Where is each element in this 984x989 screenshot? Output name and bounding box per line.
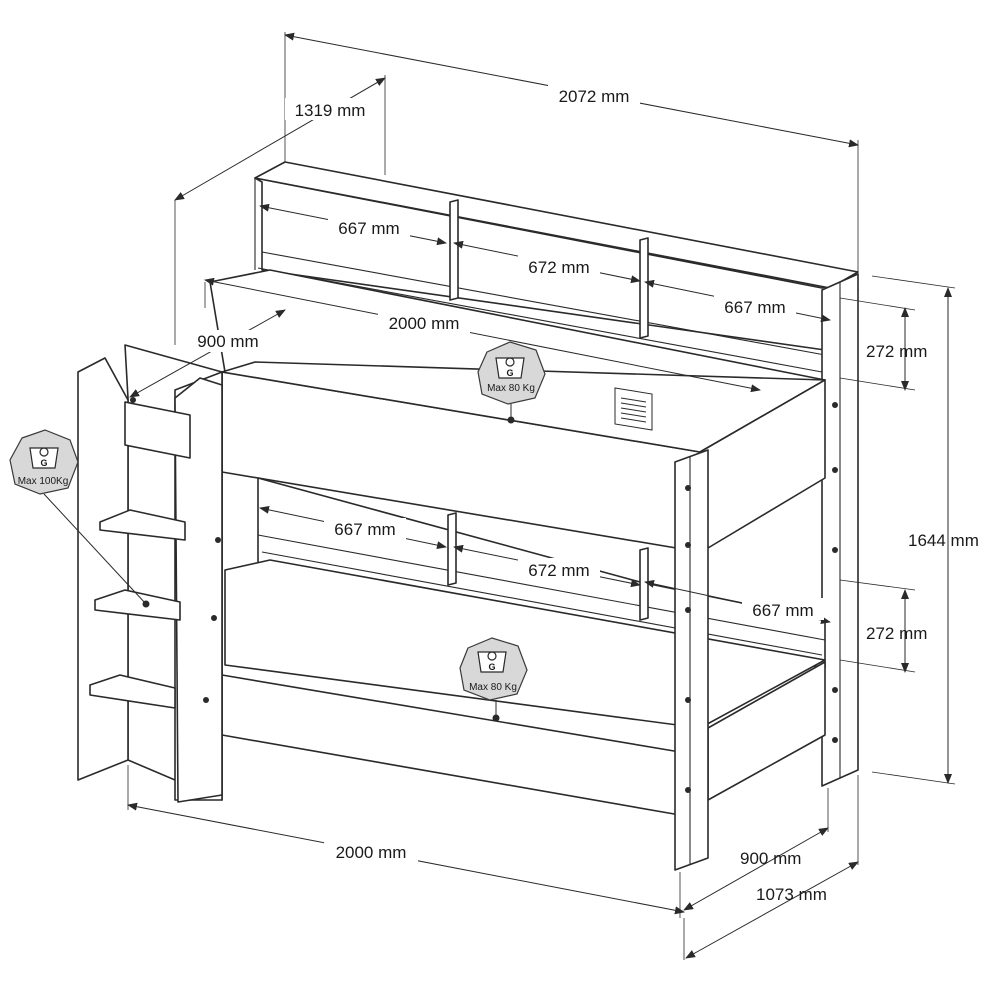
right-front-post xyxy=(674,449,709,871)
lower-divider-1 xyxy=(447,512,457,586)
svg-text:G: G xyxy=(488,662,495,672)
weight-icon: G xyxy=(477,651,507,673)
dimension-labels: 2072 mm 1319 mm 667 mm 672 mm 667 mm 272… xyxy=(192,84,979,904)
label-lower-shelf-left: 667 mm xyxy=(334,520,395,539)
ladder-step-1 xyxy=(99,509,186,541)
label-lower-shelf-right: 667 mm xyxy=(752,601,813,620)
ladder-step-2 xyxy=(94,589,181,621)
screw-holes xyxy=(130,397,838,793)
label-1319: 1319 mm xyxy=(295,101,366,120)
label-upper-shelf-middle: 672 mm xyxy=(528,258,589,277)
ladder-load-text: Max 100Kg xyxy=(18,476,69,487)
ladder-rail-back xyxy=(77,357,129,781)
label-upper-bed-length: 2000 mm xyxy=(389,314,460,333)
label-lower-shelf-middle: 672 mm xyxy=(528,561,589,580)
label-plate-icon xyxy=(614,387,653,431)
upper-bed-load-text: Max 80 Kg xyxy=(487,383,535,394)
bed-structure xyxy=(77,161,859,871)
label-total-height: 1644 mm xyxy=(908,531,979,550)
lower-shelf-board-front xyxy=(261,551,823,656)
svg-text:G: G xyxy=(506,368,513,378)
upper-bed-load-badge: G Max 80 Kg xyxy=(477,341,546,424)
label-bottom-length: 2000 mm xyxy=(336,843,407,862)
ladder-load-badge: G Max 100Kg xyxy=(9,429,150,608)
lower-divider-2 xyxy=(639,547,649,621)
label-lower-shelf-height: 272 mm xyxy=(866,624,927,643)
ladder-step-top xyxy=(124,401,191,459)
weight-icon: G xyxy=(495,357,525,379)
lower-bed-load-text: Max 80 Kg xyxy=(469,682,517,693)
label-2072: 2072 mm xyxy=(559,87,630,106)
label-upper-shelf-left: 667 mm xyxy=(338,219,399,238)
upper-divider-1 xyxy=(449,199,459,301)
label-upper-shelf-height: 272 mm xyxy=(866,342,927,361)
lower-bed-load-badge: G Max 80 Kg xyxy=(459,637,528,722)
weight-icon: G xyxy=(29,447,59,469)
label-bottom-width: 900 mm xyxy=(740,849,801,868)
label-upper-shelf-right: 667 mm xyxy=(724,298,785,317)
ladder-step-3 xyxy=(89,674,176,709)
label-bottom-depth: 1073 mm xyxy=(756,885,827,904)
upper-divider-2 xyxy=(639,237,649,339)
label-upper-bed-width: 900 mm xyxy=(197,332,258,351)
svg-text:G: G xyxy=(40,458,47,468)
